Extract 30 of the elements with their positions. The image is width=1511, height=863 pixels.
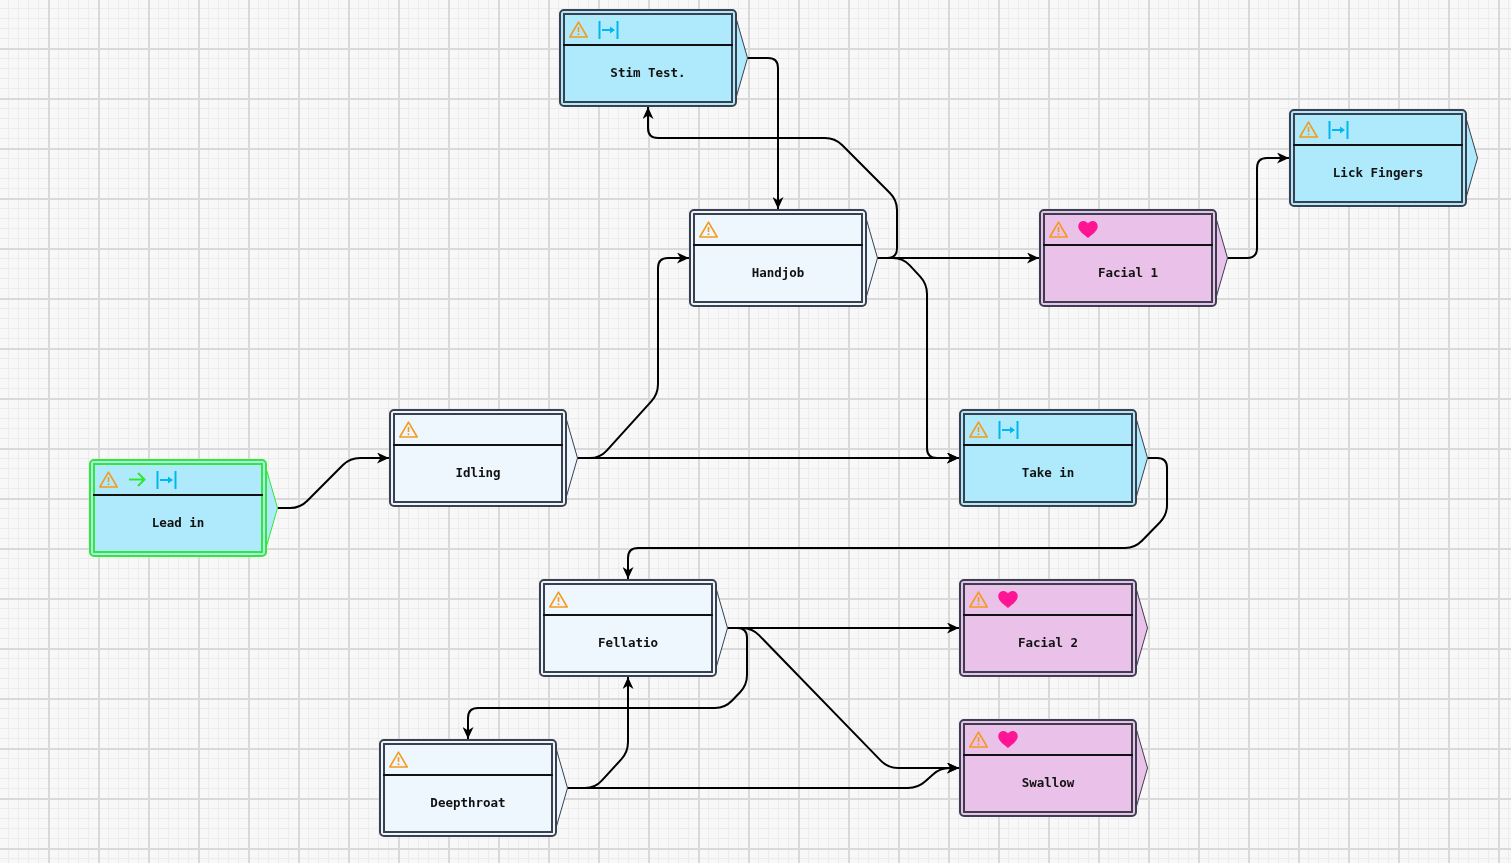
connector-arrow bbox=[462, 627, 748, 740]
node-card bbox=[959, 719, 1148, 817]
node-label: Facial 1 bbox=[1097, 264, 1159, 280]
node-label: Lead in bbox=[151, 514, 205, 530]
node-label: Lick Fingers bbox=[1332, 164, 1424, 180]
node-card bbox=[539, 579, 728, 677]
node-card bbox=[89, 459, 278, 557]
connector-arrow bbox=[876, 257, 960, 464]
node-card bbox=[1289, 109, 1478, 207]
node-label: Deepthroat bbox=[430, 794, 506, 810]
node-label: Fellatio bbox=[597, 634, 659, 650]
connector-arrow bbox=[622, 457, 1168, 580]
node-label: Idling bbox=[455, 464, 501, 480]
connector-arrow bbox=[746, 57, 784, 210]
node-card bbox=[559, 9, 748, 107]
node-label: Take in bbox=[1021, 464, 1075, 480]
node-card bbox=[689, 209, 878, 307]
node-card bbox=[1039, 209, 1228, 307]
node-card bbox=[959, 579, 1148, 677]
node-card bbox=[389, 409, 578, 507]
connector-arrow bbox=[642, 106, 898, 259]
node-card bbox=[379, 739, 568, 837]
node-card bbox=[959, 409, 1148, 507]
node-label: Swallow bbox=[1021, 774, 1075, 790]
connector-arrow bbox=[1226, 152, 1290, 259]
node-label: Stim Test. bbox=[610, 64, 686, 80]
connector-arrow bbox=[566, 762, 960, 789]
node-label: Facial 2 bbox=[1017, 634, 1079, 650]
node-label: Handjob bbox=[751, 264, 805, 280]
connector-arrow bbox=[276, 452, 390, 509]
